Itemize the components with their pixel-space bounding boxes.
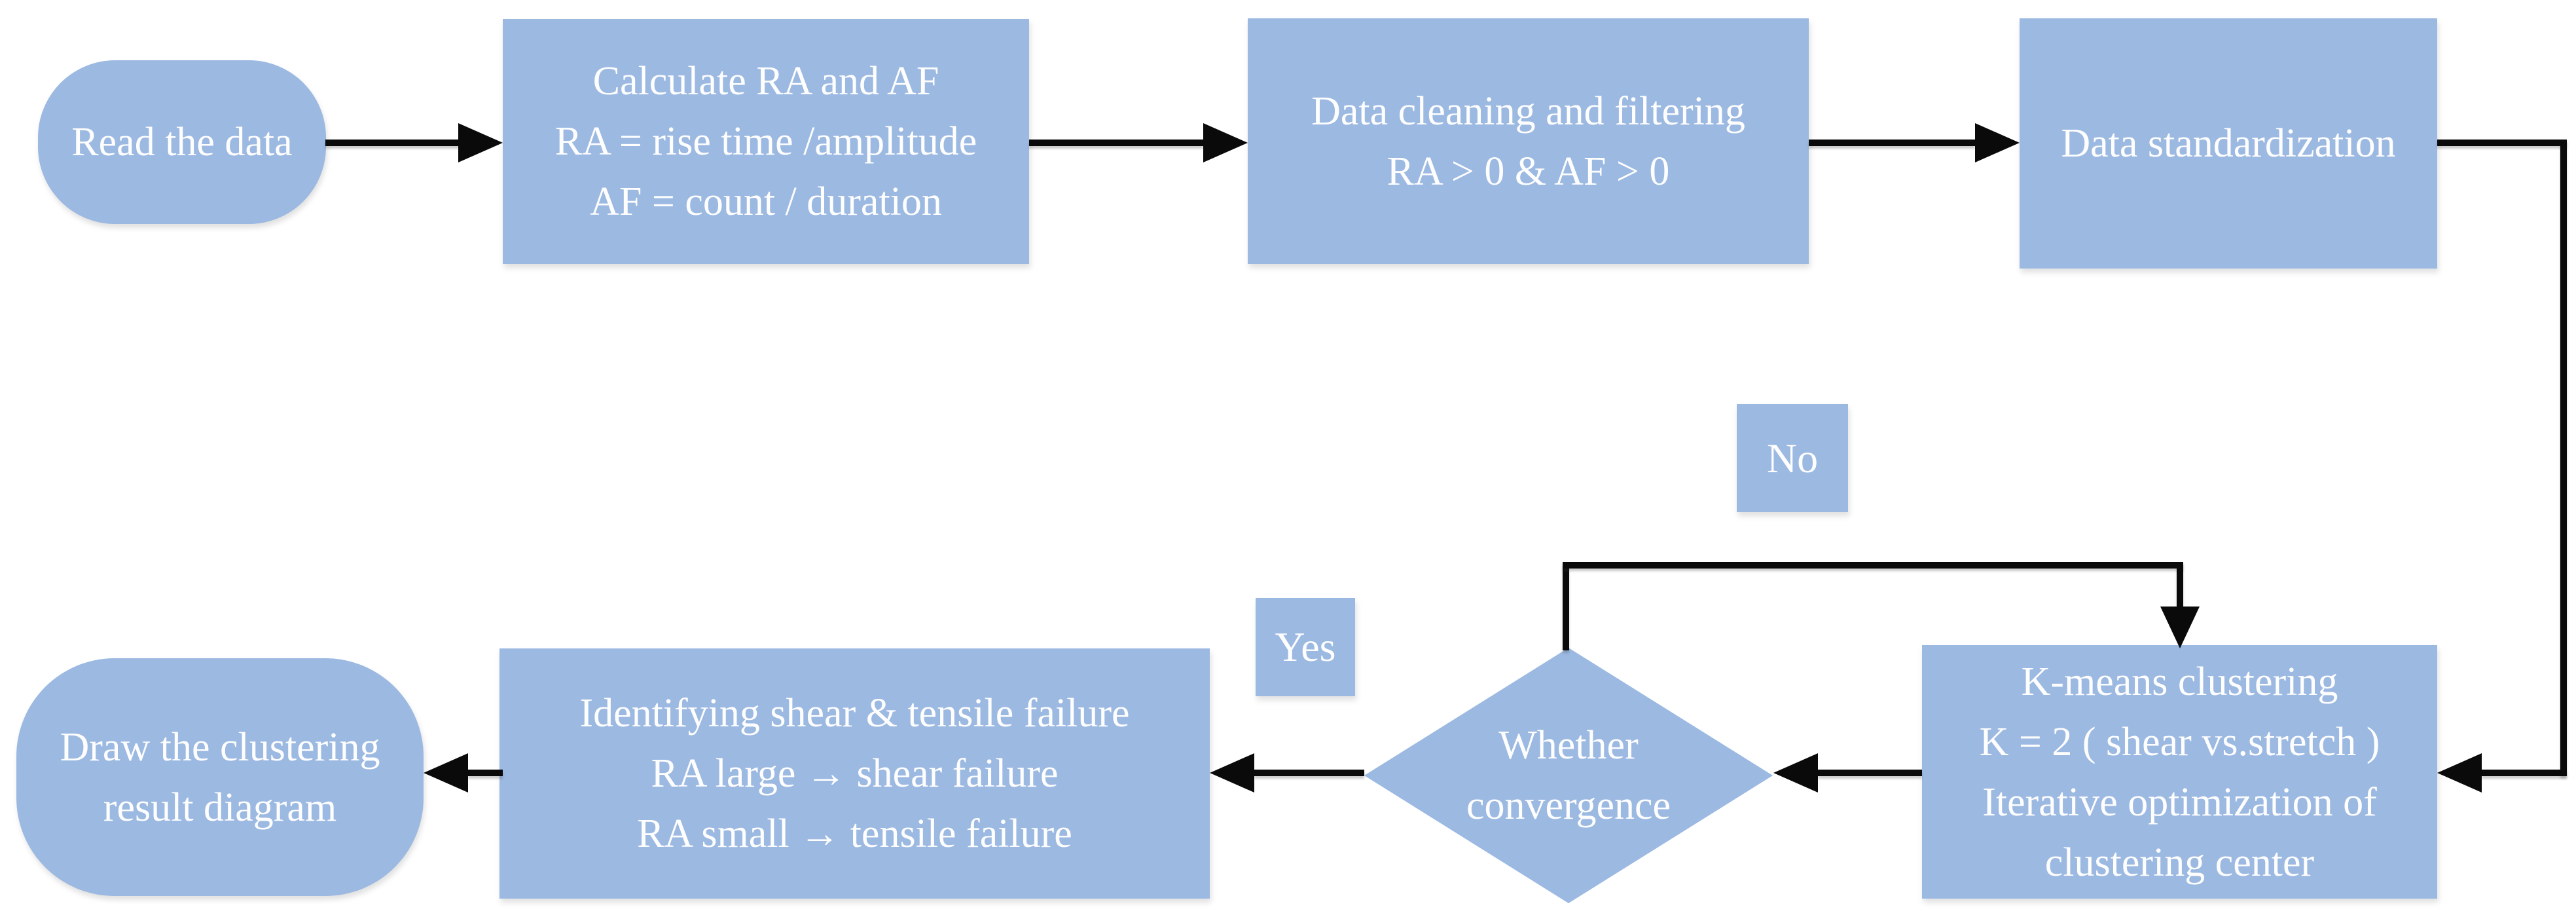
node-label-line: K-means clustering	[2021, 659, 2338, 704]
arrowhead-left-icon	[1210, 753, 1254, 793]
arrow-calculate-to-cleaning-shaft	[1029, 140, 1203, 146]
connector-standardization-to-kmeans-v	[2560, 140, 2567, 776]
arrowhead-right-icon	[1203, 123, 1248, 162]
connector-standardization-to-kmeans-h1	[2437, 140, 2567, 146]
node-label: No	[1766, 434, 1819, 481]
node-label-line: clustering center	[2044, 840, 2315, 885]
node-label-line: RA small → tensile failure	[637, 812, 1072, 856]
node-label-line: RA large → shear failure	[651, 751, 1059, 796]
arrowhead-down-icon	[2160, 607, 2200, 648]
arrow-kmeans-to-convergence-shaft	[1818, 770, 1922, 776]
node-label-line: K = 2 ( shear vs.stretch )	[1979, 719, 2380, 764]
arrowhead-left-icon	[1773, 753, 1818, 793]
node-label-line: Data cleaning and filtering	[1311, 88, 1745, 134]
loop-no-vertical-to-kmeans	[2177, 562, 2183, 608]
node-label-line: convergence	[1466, 783, 1671, 828]
branch-label-yes: Yes	[1256, 598, 1355, 696]
node-label-line: Whether	[1498, 723, 1639, 768]
node-draw-result: Draw the clustering result diagram	[16, 658, 424, 896]
node-label-line: RA > 0 & AF > 0	[1387, 149, 1670, 194]
node-whether-convergence-diamond: Whether convergence	[1364, 648, 1773, 903]
node-label-line: Identifying shear & tensile failure	[579, 691, 1130, 736]
arrowhead-right-icon	[1975, 123, 2020, 162]
node-label-line: Draw the clustering	[60, 724, 380, 770]
arrow-identify-to-draw-shaft	[468, 770, 503, 776]
arrowhead-left-icon	[2437, 753, 2482, 793]
arrowhead-right-icon	[458, 123, 503, 162]
branch-label-no: No	[1737, 404, 1848, 512]
arrow-cleaning-to-standardization-shaft	[1809, 140, 1975, 146]
node-kmeans-clustering: K-means clustering K = 2 ( shear vs.stre…	[1922, 645, 2437, 899]
node-label: Data standardization	[2061, 121, 2396, 166]
node-identify-failure: Identifying shear & tensile failure RA l…	[499, 648, 1210, 899]
loop-no-horizontal	[1563, 562, 2183, 569]
loop-no-vertical-from-diamond	[1563, 565, 1569, 650]
node-calculate-ra-af: Calculate RA and AF RA = rise time /ampl…	[503, 19, 1029, 264]
node-label-line: RA = rise time /amplitude	[554, 119, 977, 164]
node-label-line: Calculate RA and AF	[592, 59, 939, 103]
node-label-line: result diagram	[103, 785, 337, 830]
connector-standardization-to-kmeans-h2	[2482, 770, 2567, 776]
node-data-standardization: Data standardization	[2020, 18, 2437, 269]
node-label-line: Iterative optimization of	[1982, 779, 2377, 825]
node-label: Read the data	[71, 120, 293, 164]
arrow-convergence-to-identify-shaft	[1254, 770, 1364, 776]
node-label: Yes	[1275, 624, 1336, 670]
arrowhead-left-icon	[424, 753, 468, 793]
node-data-cleaning: Data cleaning and filtering RA > 0 & AF …	[1248, 18, 1809, 264]
node-label-line: AF = count / duration	[590, 179, 942, 224]
node-read-the-data: Read the data	[38, 60, 326, 224]
arrow-read-to-calculate-shaft	[325, 140, 460, 146]
